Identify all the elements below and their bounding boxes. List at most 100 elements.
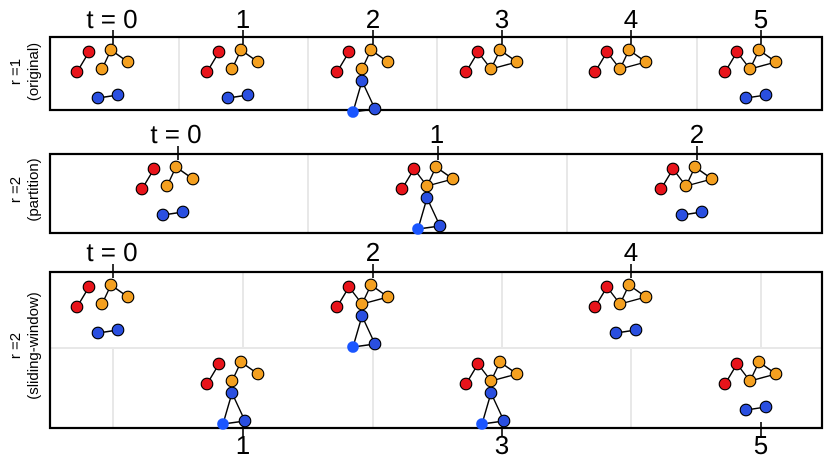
blue-node xyxy=(91,91,105,105)
blue-node xyxy=(484,386,498,400)
row1-label-t4: 4 xyxy=(624,4,638,34)
blue-node xyxy=(497,414,511,428)
blue-node xyxy=(368,102,382,116)
lightblue-node xyxy=(347,106,359,118)
blue-node xyxy=(739,91,753,105)
red-node xyxy=(471,357,485,371)
orange-node xyxy=(743,62,757,76)
orange-node xyxy=(225,374,239,388)
time-ticks xyxy=(112,30,762,436)
row3-label-t1: 1 xyxy=(236,430,250,460)
orange-node xyxy=(429,160,443,174)
orange-node xyxy=(493,43,507,57)
blue-node xyxy=(355,74,369,88)
red-node xyxy=(730,357,744,371)
red-node xyxy=(395,182,409,196)
row3-label-t4: 4 xyxy=(624,237,638,267)
panel-original xyxy=(48,35,824,112)
orange-node xyxy=(121,290,135,304)
panels xyxy=(48,35,824,430)
row3-graph-t4 xyxy=(588,278,653,340)
row3-side-label: r =2 xyxy=(7,333,24,359)
red-node xyxy=(730,45,744,59)
red-node xyxy=(200,377,214,391)
red-node xyxy=(212,357,226,371)
row1-label-t5: 5 xyxy=(754,4,768,34)
orange-node xyxy=(364,278,378,292)
orange-node xyxy=(420,179,434,193)
orange-node xyxy=(446,172,460,186)
row3-label-t5: 5 xyxy=(754,430,768,460)
blue-node xyxy=(111,323,125,337)
orange-node xyxy=(104,43,118,57)
row1-side-sublabel: (original) xyxy=(25,43,42,101)
orange-node xyxy=(769,367,783,381)
blue-node xyxy=(355,309,369,323)
red-node xyxy=(654,182,668,196)
row2-graph-t0 xyxy=(135,160,200,222)
orange-node xyxy=(95,297,109,311)
row3-label-t2: 2 xyxy=(366,237,380,267)
orange-node xyxy=(639,55,653,69)
orange-node xyxy=(484,374,498,388)
row2-graph-t1 xyxy=(395,160,460,235)
row1-label-t3: 3 xyxy=(495,4,509,34)
orange-node xyxy=(225,62,239,76)
row2-side-label: r =2 xyxy=(7,177,24,203)
orange-node xyxy=(493,355,507,369)
blue-node xyxy=(759,400,773,414)
orange-node xyxy=(251,55,265,69)
row1-graph-t3 xyxy=(459,43,524,79)
blue-node xyxy=(111,88,125,102)
row3-label-t0: t = 0 xyxy=(86,237,137,267)
orange-node xyxy=(95,62,109,76)
blue-node xyxy=(225,386,239,400)
red-node xyxy=(588,300,602,314)
orange-node xyxy=(484,62,498,76)
row1-graph-t1 xyxy=(200,43,265,105)
row2-graph-t2 xyxy=(654,160,719,222)
blue-node xyxy=(433,219,447,233)
orange-node xyxy=(251,367,265,381)
blue-node xyxy=(759,88,773,102)
orange-node xyxy=(169,160,183,174)
orange-node xyxy=(364,43,378,57)
orange-node xyxy=(622,278,636,292)
blue-node xyxy=(368,337,382,351)
red-node xyxy=(666,162,680,176)
lightblue-node xyxy=(347,341,359,353)
row1-graph-t4 xyxy=(588,43,653,79)
blue-node xyxy=(91,326,105,340)
orange-node xyxy=(234,355,248,369)
row3-graph-t1 xyxy=(200,355,265,430)
red-node xyxy=(212,45,226,59)
row1-label-t2: 2 xyxy=(366,4,380,34)
orange-node xyxy=(186,172,200,186)
orange-node xyxy=(769,55,783,69)
blue-node xyxy=(739,403,753,417)
blue-node xyxy=(156,208,170,222)
lightblue-node xyxy=(412,223,424,235)
row3-graph-t2 xyxy=(330,278,395,353)
blue-node xyxy=(420,191,434,205)
orange-node xyxy=(705,172,719,186)
red-node xyxy=(459,377,473,391)
row3-graph-t0 xyxy=(70,278,135,340)
orange-node xyxy=(234,43,248,57)
panel-partition xyxy=(48,152,824,235)
red-node xyxy=(342,45,356,59)
red-node xyxy=(82,280,96,294)
row2-label-t1: 1 xyxy=(430,119,444,149)
orange-node xyxy=(639,290,653,304)
orange-node xyxy=(510,55,524,69)
row3-side-sublabel: (sliding-window) xyxy=(25,292,42,400)
red-node xyxy=(342,280,356,294)
row2-label-t2: 2 xyxy=(690,119,704,149)
orange-node xyxy=(613,297,627,311)
orange-node xyxy=(355,62,369,76)
row3-graph-t3 xyxy=(459,355,524,430)
row2-label-t0: t = 0 xyxy=(150,119,201,149)
blue-node xyxy=(221,91,235,105)
orange-node xyxy=(622,43,636,57)
graphs xyxy=(70,43,783,430)
